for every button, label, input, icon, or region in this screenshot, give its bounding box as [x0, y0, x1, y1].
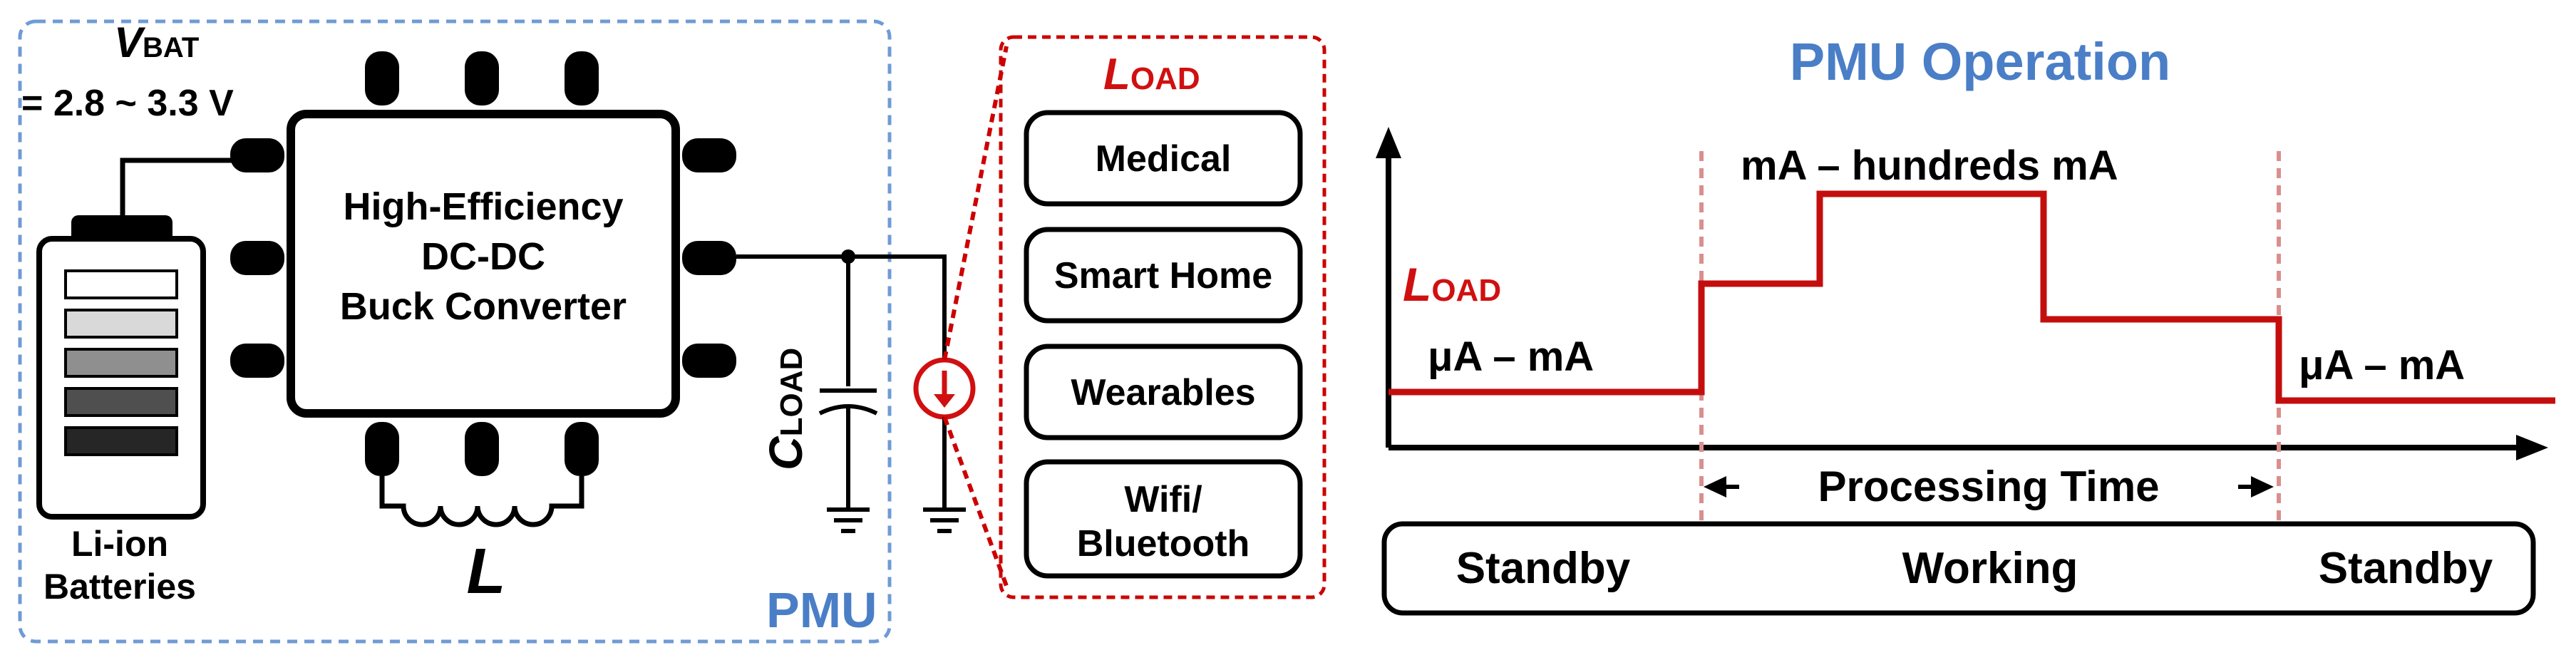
- converter-label-line3: Buck Converter: [340, 285, 627, 328]
- load-box-title: LOAD: [1103, 50, 1200, 99]
- phase-label-standby-left: Standby: [1456, 544, 1631, 593]
- trace-load-label: LOAD: [1403, 258, 1501, 311]
- battery-wire: [120, 158, 248, 215]
- load-item-medical-label: Medical: [1096, 138, 1232, 180]
- operation-axes: [1386, 146, 2523, 450]
- load-item-wearables-label: Wearables: [1071, 372, 1255, 413]
- load-capacitor-icon: [818, 257, 878, 533]
- level-label-mid: mA – hundreds mA: [1741, 143, 2118, 189]
- load-item-smart-home-label: Smart Home: [1054, 255, 1272, 297]
- capacitor-label: CLOAD: [759, 348, 812, 470]
- load-item-wearables: Wearables: [1024, 344, 1303, 440]
- load-item-wifi-bluetooth: Wifi/ Bluetooth: [1024, 459, 1303, 579]
- load-box: [999, 35, 1326, 599]
- level-label-left: μA – mA: [1428, 334, 1594, 380]
- y-axis-arrowhead: [1376, 127, 1401, 158]
- converter-label-line1: High-Efficiency: [343, 185, 623, 228]
- level-label-right: μA – mA: [2299, 342, 2465, 388]
- phase-label-working: Working: [1902, 544, 2078, 593]
- load-item-bluetooth-label: Bluetooth: [1077, 523, 1250, 564]
- phase-bar: [1381, 521, 2536, 616]
- processing-time-label: Processing Time: [1818, 463, 2159, 510]
- li-ion-battery-icon: [36, 215, 206, 520]
- buck-converter-chip: [287, 110, 680, 418]
- converter-label-line2: DC-DC: [421, 235, 545, 278]
- load-item-medical: Medical: [1024, 110, 1303, 207]
- inductor-coil: [379, 476, 584, 527]
- x-axis-arrowhead: [2516, 435, 2548, 460]
- inductor-label: L: [467, 536, 506, 607]
- operation-title: PMU Operation: [1790, 32, 2170, 91]
- load-zoom-connector-top: [942, 46, 1009, 361]
- load-current-source-icon: [913, 357, 976, 533]
- battery-label-line2: Batteries: [43, 567, 196, 607]
- phase-label-standby-right: Standby: [2319, 544, 2493, 593]
- processing-time-arrow: [1704, 476, 2274, 497]
- pmu-label: PMU: [766, 582, 877, 638]
- load-item-wifi-label: Wifi/: [1124, 479, 1202, 520]
- pmu-boundary-box: [18, 19, 892, 644]
- load-zoom-connector-bottom: [942, 416, 1009, 587]
- load-current-trace: [1389, 190, 2555, 404]
- battery-label-line1: Li-ion: [71, 524, 168, 564]
- output-wire: [736, 254, 947, 388]
- vbat-range-label: = 2.8 ~ 3.3 V: [21, 83, 234, 124]
- converter-chip-pins: [230, 51, 736, 476]
- vbat-label: VBAT: [114, 19, 199, 66]
- load-item-smart-home: Smart Home: [1024, 227, 1303, 324]
